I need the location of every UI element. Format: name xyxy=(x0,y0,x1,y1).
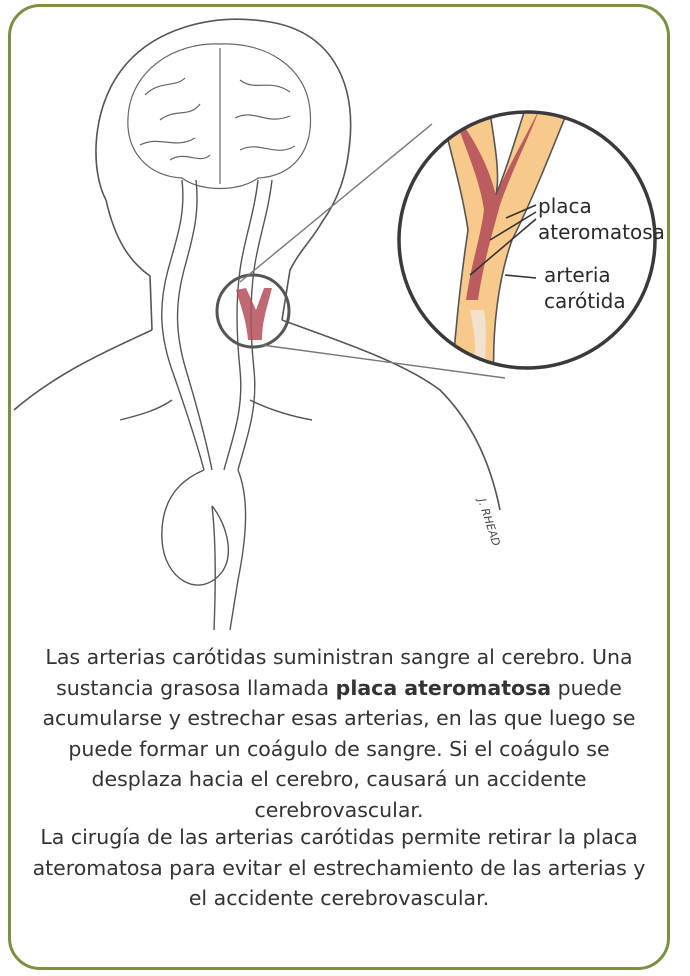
carotid-highlight xyxy=(236,288,272,340)
neck-arteries xyxy=(120,180,312,630)
caption-bold-term: placa ateromatosa xyxy=(336,676,552,700)
carotid-illustration: placa ateromatosa arteria carótida J. RH… xyxy=(0,0,690,640)
label-artery-2: carótida xyxy=(544,289,626,313)
brain xyxy=(128,44,311,189)
caption-paragraph-1: Las arterias carótidas suministran sangr… xyxy=(24,642,654,825)
label-plaque-2: ateromatosa xyxy=(538,220,665,244)
label-plaque-1: placa xyxy=(538,194,592,218)
label-artery-1: arteria xyxy=(544,263,611,287)
caption-paragraph-2: La cirugía de las arterias carótidas per… xyxy=(24,822,654,914)
